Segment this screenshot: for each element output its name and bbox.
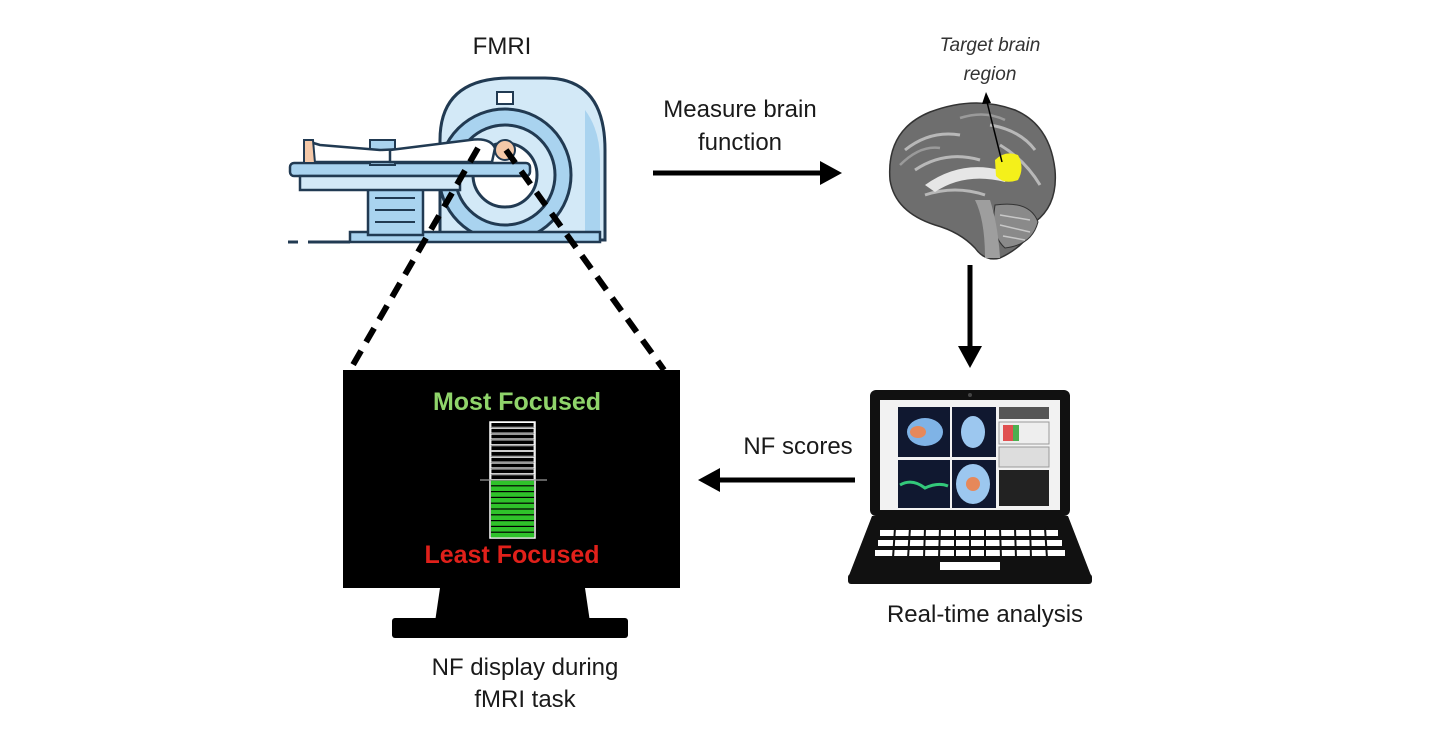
nf-bar-segment-filled [491, 498, 534, 503]
monitor-icon: Most Focused Least Focused [343, 370, 680, 638]
nf-bar-segment-filled [491, 503, 534, 509]
nf-bar-segment-empty [490, 427, 535, 434]
nf-bar-segment-filled [491, 515, 534, 520]
nf-bar-segment-filled [491, 480, 534, 486]
nf-bar-segment-filled [491, 532, 534, 538]
display-label-line1: NF display during [431, 654, 619, 681]
nf-bar-segment-empty [490, 451, 535, 457]
nf-bar-segment-empty [490, 468, 535, 474]
arrow-laptop-to-display [698, 468, 855, 492]
nf-bar-segment-empty [490, 433, 535, 440]
nf-bar-segment-filled [491, 492, 534, 497]
nf-bar-segment-filled [491, 527, 534, 532]
nf-scores-label: NF scores [743, 433, 853, 460]
nf-bar-segment-empty [490, 462, 535, 469]
nf-score-bar [480, 421, 547, 539]
nf-bar-segment-filled [491, 509, 534, 515]
target-label-line2: region [963, 64, 1017, 85]
measure-label-line1: Measure brain [663, 96, 817, 123]
realtime-label: Real-time analysis [886, 601, 1084, 628]
laptop-icon [848, 390, 1092, 584]
most-focused-label: Most Focused [433, 388, 601, 416]
target-region-highlight [995, 153, 1022, 182]
nf-bar-segment-empty [490, 422, 535, 428]
nf-bar-segment-empty [490, 439, 535, 445]
arrow-brain-to-laptop [958, 265, 982, 368]
brain-sagittal-icon [888, 92, 1057, 260]
nf-bar-segment-filled [491, 486, 534, 491]
projection-lines [347, 146, 667, 372]
fmri-label: FMRI [472, 33, 532, 60]
arrow-scanner-to-brain [653, 161, 842, 185]
nf-bar-segment-empty [490, 456, 535, 463]
least-focused-label: Least Focused [424, 541, 599, 569]
nf-bar-segment-empty [490, 445, 535, 451]
display-label-line2: fMRI task [474, 686, 576, 713]
mri-scanner-icon [288, 76, 607, 244]
measure-label-line2: function [697, 129, 783, 156]
nf-bar-segment-filled [491, 521, 534, 526]
nf-bar-segment-empty [490, 474, 535, 480]
target-label-line1: Target brain [939, 35, 1041, 56]
